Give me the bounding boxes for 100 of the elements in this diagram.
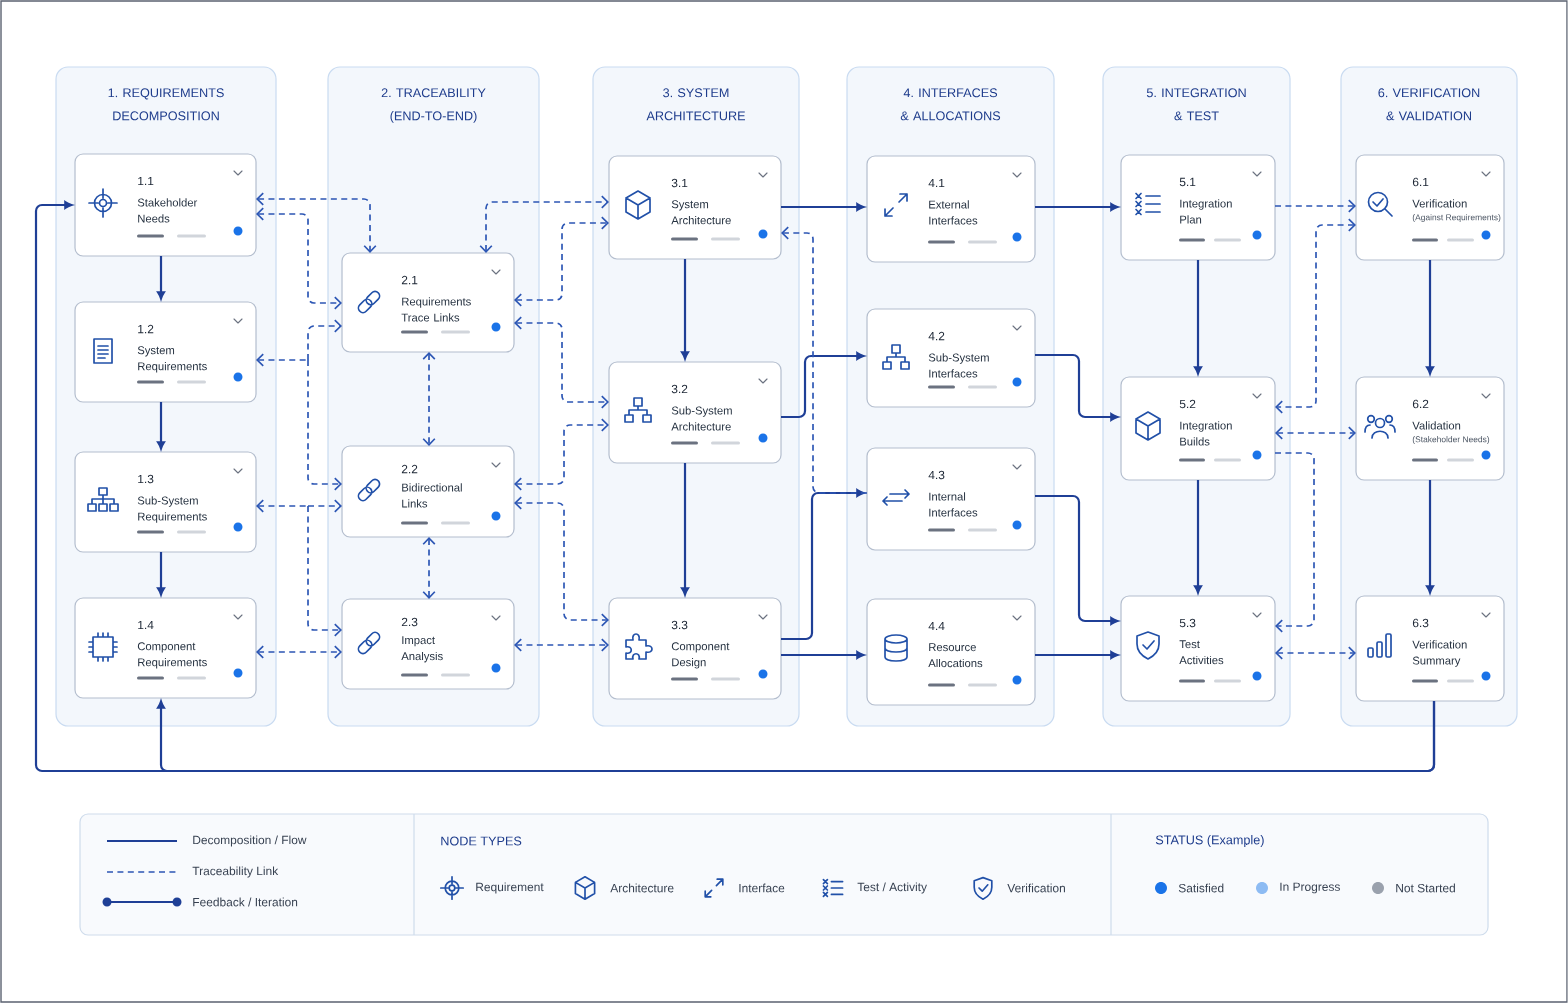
process-card (341, 598, 515, 690)
process-card (74, 153, 257, 257)
card-title: Integration Plan (1180, 199, 1232, 224)
arrow (1035, 353, 1119, 421)
legend-text: Not Started (1396, 883, 1455, 893)
arrow (1426, 260, 1434, 375)
card-number: 1.3 (138, 474, 154, 484)
card-number: 6.3 (1412, 618, 1429, 628)
legend-text: Architecture (610, 883, 674, 893)
card-number: 6.1 (1412, 177, 1429, 187)
card-number: 1.2 (138, 324, 154, 334)
card-number: 2.2 (401, 464, 418, 474)
arrow (157, 402, 165, 450)
arrow (781, 489, 865, 641)
process-card (74, 451, 257, 553)
process-card (608, 361, 782, 464)
card-title: Bidirectional Links (402, 483, 462, 508)
legend-heading: NODE TYPES (441, 836, 522, 846)
lane-heading: 3. SYSTEM ARCHITECTURE (646, 88, 745, 121)
card-title: External Interfaces (929, 200, 978, 225)
arrow (157, 256, 165, 300)
legend-text: Requirement (476, 882, 544, 894)
arrow (1035, 494, 1119, 625)
card-title: Test Activities (1179, 640, 1224, 665)
card-number: 5.1 (1179, 177, 1196, 187)
card-number: 4.2 (928, 331, 945, 341)
legend-text: Traceability Link (192, 866, 279, 878)
dashed-arrow (256, 645, 342, 659)
process-card (866, 308, 1036, 408)
card-number: 6.2 (1412, 399, 1429, 409)
card-number: 4.1 (928, 178, 945, 188)
process-card (341, 252, 515, 353)
card-title: Impact Analysis (401, 636, 443, 663)
process-card (1120, 376, 1276, 481)
arrow (681, 463, 689, 596)
lane-heading: 5. INTEGRATION & TEST (1146, 88, 1246, 121)
dashed-arrow (307, 359, 342, 491)
legend-text: Decomposition / Flow (193, 835, 307, 847)
dashed-arrow (514, 216, 609, 307)
process-card (74, 301, 257, 403)
dashed-arrow (307, 319, 342, 361)
process-card (1120, 154, 1276, 261)
legend-text: Interface (739, 883, 785, 893)
card-number: 4.3 (928, 470, 945, 480)
card-subtitle: (Stakeholder Needs) (1412, 436, 1490, 444)
process-card (1355, 595, 1505, 702)
dashed-arrow (1274, 452, 1315, 633)
dashed-arrow (307, 505, 342, 637)
dashed-arrow (1274, 199, 1356, 213)
dashed-arrow (256, 353, 309, 367)
card-title: Component Design (671, 642, 730, 669)
arrow (1426, 480, 1434, 594)
legend-text: In Progress (1280, 882, 1340, 894)
process-card (1355, 376, 1505, 481)
card-title: Requirements Trace Links (401, 297, 471, 322)
card-number: 3.2 (671, 384, 688, 394)
arrow (1194, 480, 1202, 594)
card-title: Integration Builds (1180, 421, 1232, 446)
card-title: Sub-System Architecture (671, 406, 732, 431)
card-title: System Architecture (671, 200, 731, 225)
process-card (74, 597, 257, 699)
arrow (781, 203, 865, 211)
dashed-arrow (422, 352, 436, 446)
dashed-arrow (514, 418, 609, 491)
dashed-arrow (514, 316, 609, 409)
card-title: Sub-System Interfaces (928, 353, 989, 378)
card-number: 3.3 (671, 620, 688, 630)
dashed-arrow (256, 192, 377, 253)
card-subtitle: (Against Requirements) (1412, 214, 1501, 222)
card-number: 1.4 (138, 620, 154, 630)
card-number: 5.2 (1179, 399, 1196, 409)
process-card (608, 155, 782, 260)
card-title: Validation (1412, 421, 1461, 430)
card-number: 3.1 (671, 178, 688, 188)
dashed-arrow (514, 638, 609, 652)
lane-heading: 2. TRACEABILITY (END-TO-END) (381, 88, 486, 123)
legend-heading: STATUS (Example) (1155, 835, 1264, 847)
legend-text: Feedback / Iteration (193, 897, 298, 907)
card-number: 1.1 (138, 176, 154, 186)
dashed-arrow (781, 226, 868, 494)
arrow (681, 259, 689, 360)
arrow (1194, 260, 1202, 375)
lane-heading: 1. REQUIREMENTS DECOMPOSITION (108, 88, 224, 121)
card-number: 2.1 (401, 275, 418, 285)
card-title: Sub-System Requirements (137, 496, 207, 523)
process-card (1355, 154, 1505, 261)
process-card (341, 445, 515, 538)
dashed-arrow (1275, 646, 1356, 660)
lane-heading: 4. INTERFACES & ALLOCATIONS (900, 88, 1001, 121)
dashed-arrow (256, 499, 309, 513)
arrow (1035, 203, 1119, 211)
dashed-arrow (479, 195, 609, 253)
dashed-arrow (514, 496, 609, 627)
arrow (781, 352, 865, 419)
card-title: Internal Interfaces (929, 492, 978, 517)
lane-heading: 6. VERIFICATION & VALIDATION (1378, 88, 1480, 121)
process-card (866, 598, 1036, 706)
card-title: Verification Summary (1412, 640, 1467, 667)
arrow (781, 651, 865, 659)
card-title: Resource Allocations (928, 643, 983, 668)
